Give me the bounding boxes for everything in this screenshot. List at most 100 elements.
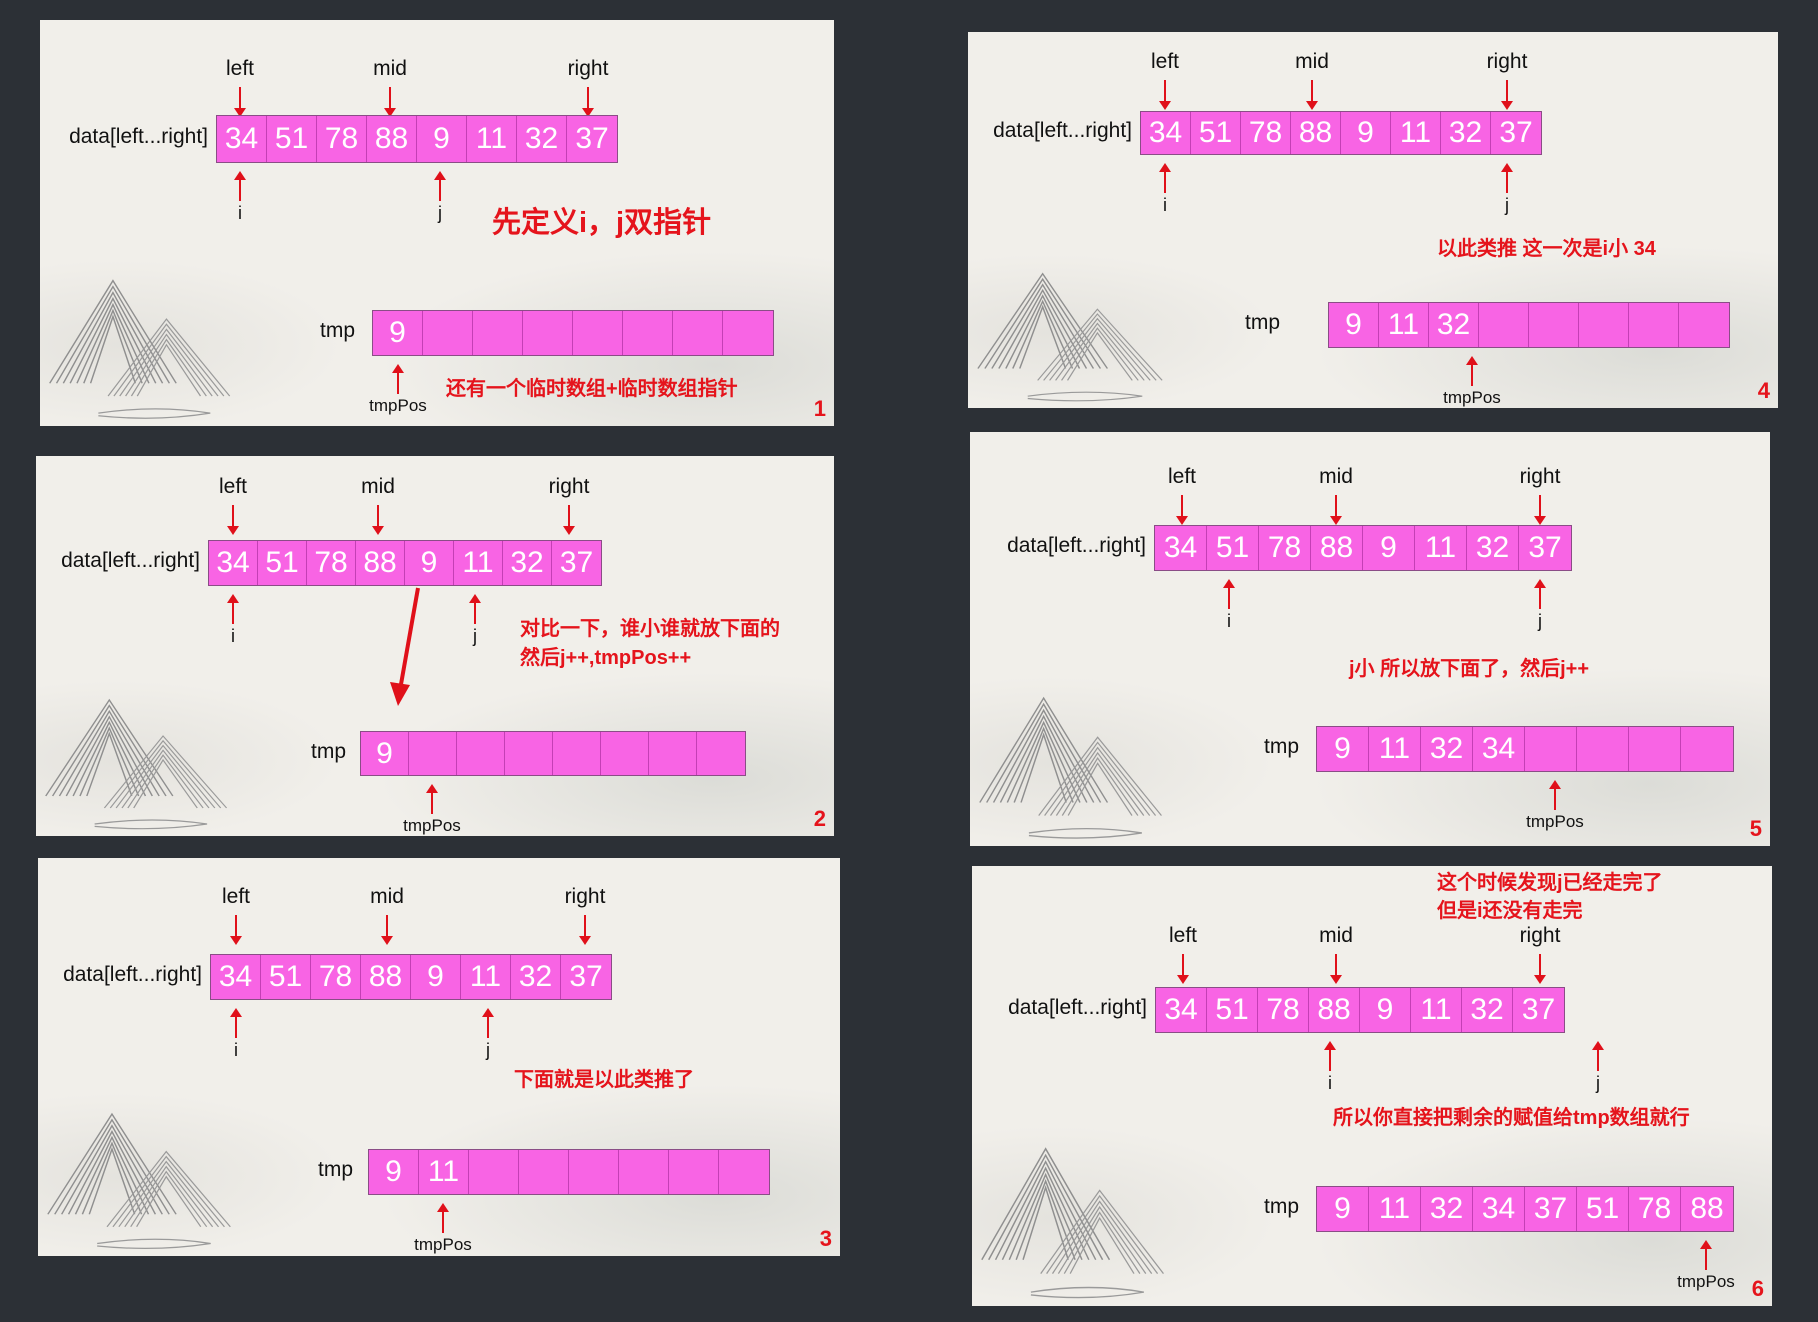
data-cell: 9 xyxy=(411,955,461,999)
tmppos-up-arrow xyxy=(1549,780,1561,810)
mid-down-arrow xyxy=(1306,80,1318,110)
tmp-label: tmp xyxy=(311,739,347,763)
right-down-arrow xyxy=(579,915,591,945)
mid-pointer-label: mid xyxy=(1319,924,1353,947)
i-up-arrow xyxy=(227,594,239,624)
data-cell: 78 xyxy=(1258,988,1309,1032)
data-range-label: data[left...right] xyxy=(1008,996,1147,1019)
tmp-cell xyxy=(569,1150,619,1194)
tmp-cell xyxy=(523,311,573,355)
data-cell: 34 xyxy=(1155,526,1207,570)
mountain-decoration xyxy=(38,1089,255,1256)
tmppos-up-arrow xyxy=(1466,356,1478,386)
mid-pointer-label: mid xyxy=(361,475,395,498)
tmp-label: tmp xyxy=(1245,311,1281,334)
data-cell: 78 xyxy=(317,116,367,162)
tmp-label: tmp xyxy=(320,319,356,342)
tmp-cell xyxy=(697,732,745,775)
j-pointer-label: j xyxy=(473,626,477,646)
tmp-cell xyxy=(1525,727,1577,771)
data-cell: 51 xyxy=(267,116,317,162)
tmp-cell: 11 xyxy=(1369,1187,1421,1231)
left-down-arrow xyxy=(1159,80,1171,110)
tmp-cell xyxy=(469,1150,519,1194)
tmppos-up-arrow xyxy=(392,364,404,394)
j-up-arrow xyxy=(482,1008,494,1038)
right-pointer-label: right xyxy=(1486,50,1528,73)
data-cell: 11 xyxy=(454,541,503,585)
tmp-cell: 11 xyxy=(419,1150,469,1194)
data-cell: 37 xyxy=(1521,993,1556,1026)
data-cell: 51 xyxy=(258,541,307,585)
data-range-label: data[left...right] xyxy=(63,963,202,986)
right-down-arrow xyxy=(1534,954,1546,984)
annotation-note: 所以你直接把剩余的赋值给tmp数组就行 xyxy=(1333,1107,1690,1129)
mid-down-arrow xyxy=(1330,954,1342,984)
i-pointer-label: i xyxy=(1163,195,1167,215)
data-cell: 51 xyxy=(1207,988,1258,1032)
tmp-cell: 51 xyxy=(1577,1187,1629,1231)
mountain-decoration xyxy=(40,255,254,426)
tmp-cell: 32 xyxy=(1421,1187,1473,1231)
tmp-cell: 88 xyxy=(1690,1192,1724,1225)
right-pointer-label: right xyxy=(564,885,606,908)
tmppos-pointer-label: tmpPos xyxy=(1526,812,1584,831)
annotation-note: 但是i还没有走完 xyxy=(1437,900,1583,922)
data-cell: 32 xyxy=(503,541,552,585)
data-cell: 88 xyxy=(1291,112,1341,154)
tmppos-up-arrow xyxy=(1700,1240,1712,1270)
j-pointer-label: j xyxy=(1538,611,1542,631)
tmp-cell: 9 xyxy=(369,1150,419,1194)
mid-pointer-label: mid xyxy=(1319,465,1353,488)
data-cell: 34 xyxy=(209,541,258,585)
data-cell: 51 xyxy=(1207,526,1259,570)
tmp-cell xyxy=(723,311,773,355)
data-range-label: data[left...right] xyxy=(61,549,200,572)
data-cell: 78 xyxy=(1259,526,1311,570)
tmp-cell xyxy=(457,732,505,775)
mid-down-arrow xyxy=(1330,495,1342,525)
i-up-arrow xyxy=(1324,1041,1336,1071)
data-cell: 9 xyxy=(1363,526,1415,570)
data-cell: 11 xyxy=(461,955,511,999)
left-pointer-label: left xyxy=(218,475,247,498)
mountain-decoration xyxy=(972,1121,1188,1306)
tmp-cell xyxy=(1681,727,1733,771)
data-cell: 11 xyxy=(1415,526,1467,570)
tmp-cell xyxy=(423,311,473,355)
data-cell: 32 xyxy=(1462,988,1513,1032)
i-up-arrow xyxy=(1159,163,1171,193)
tmp-cell xyxy=(473,311,523,355)
left-pointer-label: left xyxy=(221,885,250,908)
right-down-arrow xyxy=(1534,495,1546,525)
i-up-arrow xyxy=(234,171,246,201)
mid-pointer-label: mid xyxy=(370,885,404,908)
tmp-cell xyxy=(1577,727,1629,771)
right-pointer-label: right xyxy=(567,57,609,80)
annotation-note: 还有一个临时数组+临时数组指针 xyxy=(446,378,738,400)
tmp-cell xyxy=(1629,727,1681,771)
right-pointer-label: right xyxy=(1519,465,1561,488)
tmp-cell xyxy=(623,311,673,355)
left-down-arrow xyxy=(227,505,239,535)
data-range-label: data[left...right] xyxy=(1007,534,1146,557)
right-down-arrow xyxy=(1501,80,1513,110)
mid-pointer-label: mid xyxy=(373,57,407,80)
i-up-arrow xyxy=(230,1008,242,1038)
left-pointer-label: left xyxy=(1168,924,1197,947)
data-cell: 37 xyxy=(1528,531,1562,564)
data-range-label: data[left...right] xyxy=(993,119,1132,142)
tmp-cell xyxy=(601,732,649,775)
i-pointer-label: i xyxy=(1328,1073,1332,1093)
data-cell: 9 xyxy=(417,116,467,162)
tmppos-up-arrow xyxy=(426,784,438,814)
tmp-cell xyxy=(669,1150,719,1194)
i-up-arrow xyxy=(1223,579,1235,609)
annotation-note: 下面就是以此类推了 xyxy=(514,1069,694,1091)
